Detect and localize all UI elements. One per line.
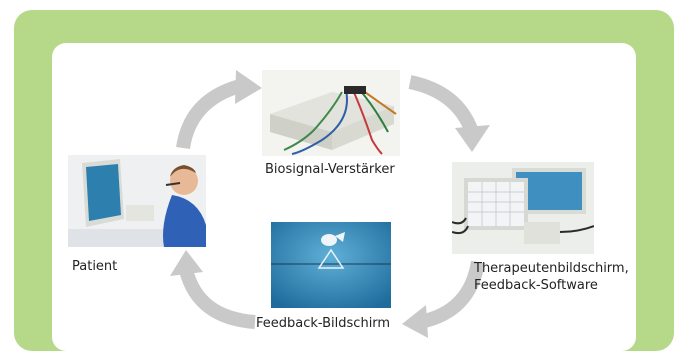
patient-label: Patient (72, 259, 118, 274)
therapist-screen-photo (452, 162, 594, 254)
arrow-patient-to-amplifier (176, 79, 243, 150)
patient-photo (68, 155, 206, 247)
arrow-amplifier-to-therapist-head (455, 125, 490, 152)
therapist-label-line1: Therapeutenbildschirm, (474, 261, 629, 276)
amplifier-photo (262, 70, 400, 156)
amplifier-illustration (262, 70, 400, 156)
therapist-label-line2: Feedback-Software (474, 278, 598, 293)
feedback-label: Feedback-Bildschirm (256, 316, 391, 331)
arrow-feedback-to-patient-head (170, 250, 203, 276)
patient-illustration (68, 155, 206, 247)
arrow-feedback-to-patient (179, 268, 256, 329)
therapist-screen-illustration (452, 162, 594, 254)
feedback-screen-illustration (271, 222, 391, 308)
arrow-therapist-to-feedback (418, 260, 485, 329)
amplifier-label: Biosignal-Verstärker (265, 162, 395, 177)
arrow-amplifier-to-therapist (408, 75, 479, 135)
feedback-screen-photo (271, 222, 391, 308)
arrow-patient-to-amplifier-head (235, 70, 262, 104)
arrow-therapist-to-feedback-head (402, 305, 428, 338)
